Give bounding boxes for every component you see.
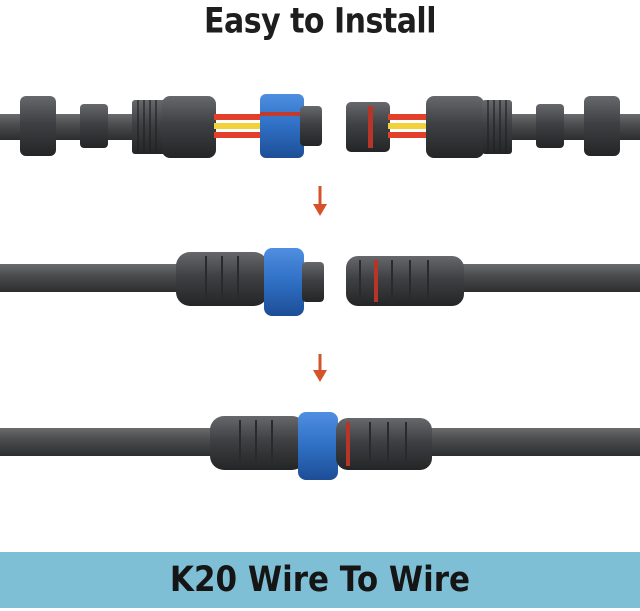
- bottom-banner: K20 Wire To Wire: [0, 552, 640, 608]
- blue-coupling-step3: [298, 412, 338, 480]
- step-3-mated: [0, 412, 640, 480]
- end-cap-right: [584, 96, 620, 156]
- step-2-assembled-apart: [0, 248, 640, 316]
- banner-title: K20 Wire To Wire: [169, 559, 471, 601]
- cable-right-3: [426, 428, 640, 456]
- page-title: Easy to Install: [203, 1, 437, 42]
- thread-left: [132, 100, 166, 154]
- housing-right: [426, 96, 484, 158]
- housing-left: [162, 96, 216, 158]
- wire-red-right: [388, 114, 428, 120]
- female-housing-3: [336, 418, 432, 470]
- cable-left-3: [0, 428, 220, 456]
- wire-yellow-right: [388, 123, 428, 129]
- female-housing-2: [346, 256, 464, 306]
- male-housing-3: [210, 416, 306, 470]
- seal-right: [536, 104, 564, 148]
- blue-coupling-step2: [264, 248, 304, 316]
- step-1-disassembled: [0, 94, 640, 158]
- cable-left-2: [0, 264, 180, 292]
- blue-coupling-step1: [260, 94, 304, 158]
- installation-illustration: [0, 94, 640, 480]
- seal-left: [80, 104, 108, 148]
- down-arrow-icon: [313, 354, 327, 382]
- cable-right-2: [460, 264, 640, 292]
- thread-right: [482, 100, 512, 154]
- wire-red-left: [214, 114, 262, 120]
- end-cap-left: [20, 96, 56, 156]
- down-arrow-icon: [313, 186, 327, 216]
- wire-yellow-left: [214, 123, 262, 129]
